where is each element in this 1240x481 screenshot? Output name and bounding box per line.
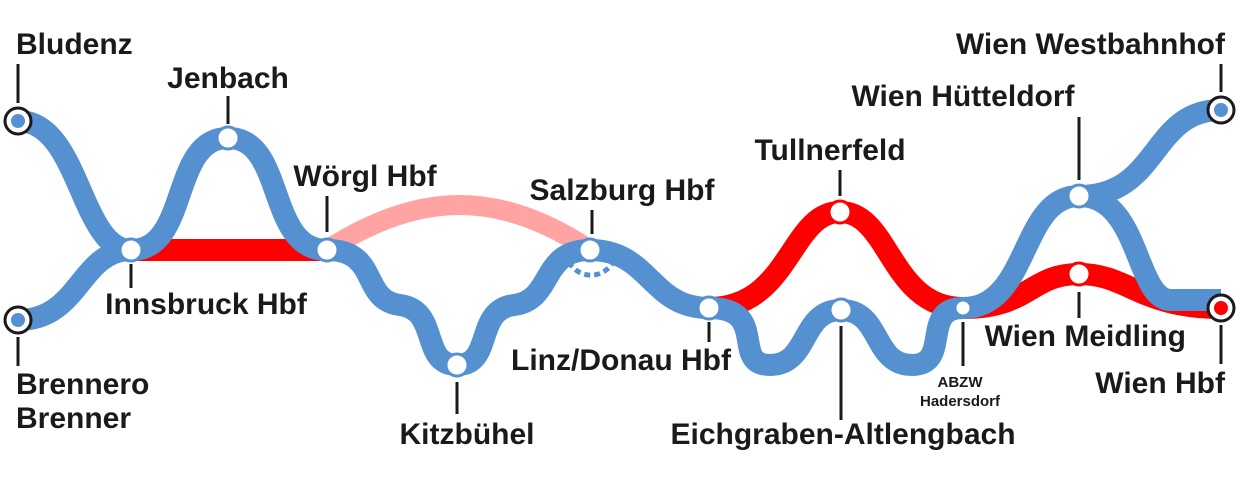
regional-route-bludenz-innsbruck	[16, 110, 133, 261]
station-kitzbuehel[interactable]	[444, 352, 470, 378]
label-kitzbuehel: Kitzbühel	[400, 418, 535, 451]
station-linz[interactable]	[696, 295, 722, 321]
planned-route-woergl-salzburg	[321, 195, 596, 259]
regional-route-abzw-huetteldorf	[962, 185, 1081, 319]
label-eichgraben: Eichgraben-Altlengbach	[670, 418, 1015, 451]
label-ticks	[16, 64, 1223, 420]
label-westbahnhof: Wien Westbahnhof	[956, 28, 1226, 61]
label-brennero: Brennero	[16, 368, 149, 401]
label-brenner: Brenner	[16, 402, 131, 435]
label-salzburg: Salzburg Hbf	[530, 174, 716, 207]
label-tullnerfeld: Tullnerfeld	[754, 134, 905, 167]
label-jenbach: Jenbach	[167, 62, 289, 95]
station-eichgraben[interactable]	[828, 297, 854, 323]
station-innsbruck[interactable]	[118, 237, 144, 263]
terminus-westbahnhof[interactable]	[1206, 95, 1236, 125]
station-woergl[interactable]	[314, 237, 340, 263]
station-meidling[interactable]	[1066, 261, 1092, 287]
label-innsbruck: Innsbruck Hbf	[105, 288, 308, 321]
salzburg-dashed-arc	[566, 260, 616, 278]
label-wien-hbf: Wien Hbf	[1095, 367, 1226, 400]
terminus-wien-hbf[interactable]	[1206, 293, 1236, 323]
station-labels: Bludenz Brennero Brenner Jenbach Innsbru…	[16, 28, 1226, 451]
label-bludenz: Bludenz	[16, 28, 133, 61]
label-huetteldorf: Wien Hütteldorf	[851, 80, 1075, 113]
regional-route-salzburg-linz	[589, 239, 710, 319]
regional-route-huetteldorf-westbahnhof	[1078, 99, 1222, 207]
regional-route-huetteldorf-hbf	[1077, 185, 1221, 311]
station-abzw-hadersdorf[interactable]	[953, 298, 973, 318]
station-tullnerfeld[interactable]	[827, 199, 853, 225]
label-woergl: Wörgl Hbf	[293, 160, 437, 193]
label-hadersdorf: Hadersdorf	[920, 393, 1001, 410]
station-jenbach[interactable]	[215, 125, 241, 151]
label-abzw: ABZW	[938, 374, 984, 391]
station-markers	[3, 95, 1236, 378]
terminus-brenner[interactable]	[3, 305, 33, 335]
regional-route-brenner-innsbruck	[17, 239, 132, 331]
highspeed-route-linz-tullnerfeld-abzw	[708, 201, 964, 319]
station-huetteldorf[interactable]	[1066, 183, 1092, 209]
regional-route-innsbruck-jenbach-woergl	[129, 127, 329, 261]
label-linz: Linz/Donau Hbf	[511, 344, 732, 377]
station-salzburg[interactable]	[577, 237, 603, 263]
label-meidling: Wien Meidling	[985, 320, 1186, 353]
terminus-bludenz[interactable]	[3, 106, 33, 136]
